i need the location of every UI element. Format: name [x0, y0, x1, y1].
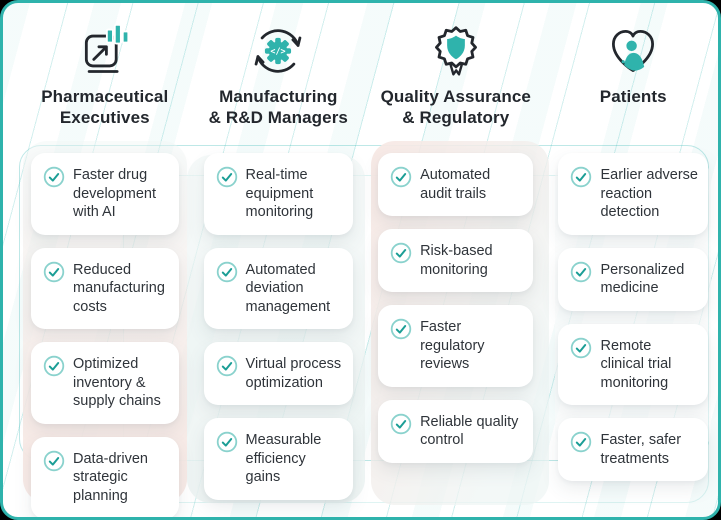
benefit-text: Virtual process optimization — [245, 356, 342, 391]
check-circle-icon — [390, 166, 412, 188]
benefit-text: Automated deviation management — [245, 261, 331, 315]
check-circle-icon — [571, 337, 592, 359]
benefit-card: Automated audit trails — [378, 153, 534, 217]
benefit-card-list: Earlier adverse reaction detection Perso… — [558, 153, 708, 482]
check-circle-icon — [216, 166, 237, 188]
benefit-text: Faster, safer treatments — [600, 432, 682, 467]
benefit-card-list: Real-time equipment monitoring Automated… — [203, 153, 354, 501]
benefit-text: Reliable quality control — [420, 413, 519, 449]
column-header: Quality Assurance & Regulatory — [378, 17, 533, 153]
benefit-text: Risk-based monitoring — [420, 243, 493, 278]
benefit-text: Faster drug development with AI — [73, 167, 157, 221]
benefit-card: Virtual process optimization — [203, 342, 354, 406]
benefit-card: Automated deviation management — [203, 247, 354, 330]
benefit-card: Faster drug development with AI — [31, 153, 179, 235]
benefit-text: Real-time equipment monitoring — [245, 167, 314, 221]
automation-cycle-gear-icon: </> — [250, 23, 306, 79]
check-circle-icon — [571, 432, 592, 453]
check-circle-icon — [43, 166, 65, 188]
column-header: Pharmaceutical Executives — [31, 17, 179, 153]
benefit-card: Measurable efficiency gains — [203, 418, 354, 501]
check-circle-icon — [216, 261, 237, 282]
check-circle-icon — [216, 355, 237, 377]
check-circle-icon — [390, 318, 412, 340]
benefit-card: Earlier adverse reaction detection — [558, 153, 708, 235]
column-title: Pharmaceutical Executives — [41, 87, 169, 127]
svg-text:</>: </> — [271, 46, 286, 56]
benefit-card: Personalized medicine — [558, 247, 708, 311]
benefit-text: Data-driven strategic planning — [73, 450, 148, 505]
benefit-card-list: Automated audit trails Risk-based monito… — [378, 153, 534, 463]
check-circle-icon — [43, 261, 65, 282]
benefit-text: Faster regulatory reviews — [420, 319, 485, 373]
check-circle-icon — [43, 355, 65, 377]
column-manufacturing-rd-managers: </> Manufacturing & R&D Managers Real-ti… — [203, 17, 354, 517]
column-title: Quality Assurance & Regulatory — [380, 87, 531, 127]
column-title: Patients — [599, 87, 667, 106]
benefit-card-list: Faster drug development with AI Reduced … — [31, 153, 179, 517]
check-circle-icon — [571, 261, 592, 282]
benefit-text: Earlier adverse reaction detection — [600, 167, 698, 221]
benefit-card: Faster, safer treatments — [558, 418, 708, 482]
benefit-card: Reduced manufacturing costs — [31, 247, 179, 330]
column-patients: Patients Earlier adverse reaction detect… — [558, 17, 708, 517]
benefit-text: Personalized medicine — [600, 261, 685, 297]
certified-badge-shield-icon — [428, 23, 484, 79]
benefit-card: Data-driven strategic planning — [31, 436, 179, 517]
column-title: Manufacturing & R&D Managers — [208, 87, 348, 127]
check-circle-icon — [390, 242, 412, 264]
benefit-text: Remote clinical trial monitoring — [600, 337, 672, 391]
check-circle-icon — [216, 432, 237, 453]
benefit-text: Optimized inventory & supply chains — [73, 356, 161, 410]
benefit-text: Reduced manufacturing costs — [73, 261, 165, 315]
column-quality-assurance-regulatory: Quality Assurance & Regulatory Automated… — [378, 17, 534, 517]
benefit-card: Remote clinical trial monitoring — [558, 323, 708, 406]
benefit-card: Risk-based monitoring — [378, 229, 534, 293]
benefit-card: Reliable quality control — [378, 399, 534, 463]
benefit-text: Automated audit trails — [420, 167, 491, 202]
columns-container: Pharmaceutical Executives Faster drug de… — [3, 3, 718, 517]
benefit-card: Faster regulatory reviews — [378, 305, 534, 387]
column-header: Patients — [558, 17, 708, 153]
growth-chart-monitor-icon — [77, 23, 133, 79]
benefit-text: Measurable efficiency gains — [245, 432, 322, 486]
column-pharmaceutical-executives: Pharmaceutical Executives Faster drug de… — [31, 17, 179, 517]
check-circle-icon — [571, 166, 592, 188]
benefit-card: Real-time equipment monitoring — [203, 153, 354, 235]
heart-patient-icon — [605, 23, 661, 79]
check-circle-icon — [390, 413, 412, 435]
benefit-card: Optimized inventory & supply chains — [31, 342, 179, 424]
column-header: </> Manufacturing & R&D Managers — [204, 17, 354, 153]
check-circle-icon — [43, 450, 65, 472]
